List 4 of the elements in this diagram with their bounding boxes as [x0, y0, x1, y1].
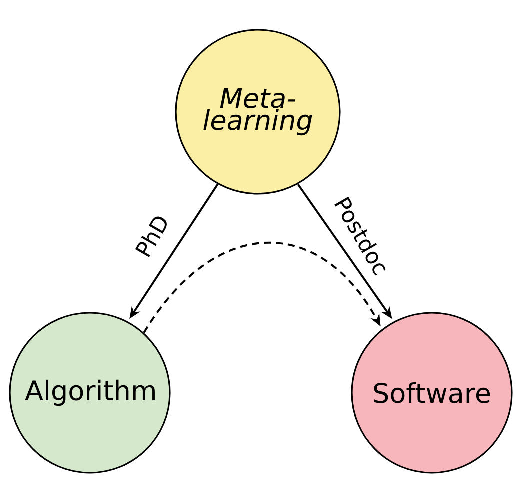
arrow — [143, 242, 381, 334]
circle-node: Meta-learning — [175, 29, 341, 195]
circle-node: Algorithm — [9, 312, 171, 474]
circle-node: Software — [351, 312, 513, 474]
